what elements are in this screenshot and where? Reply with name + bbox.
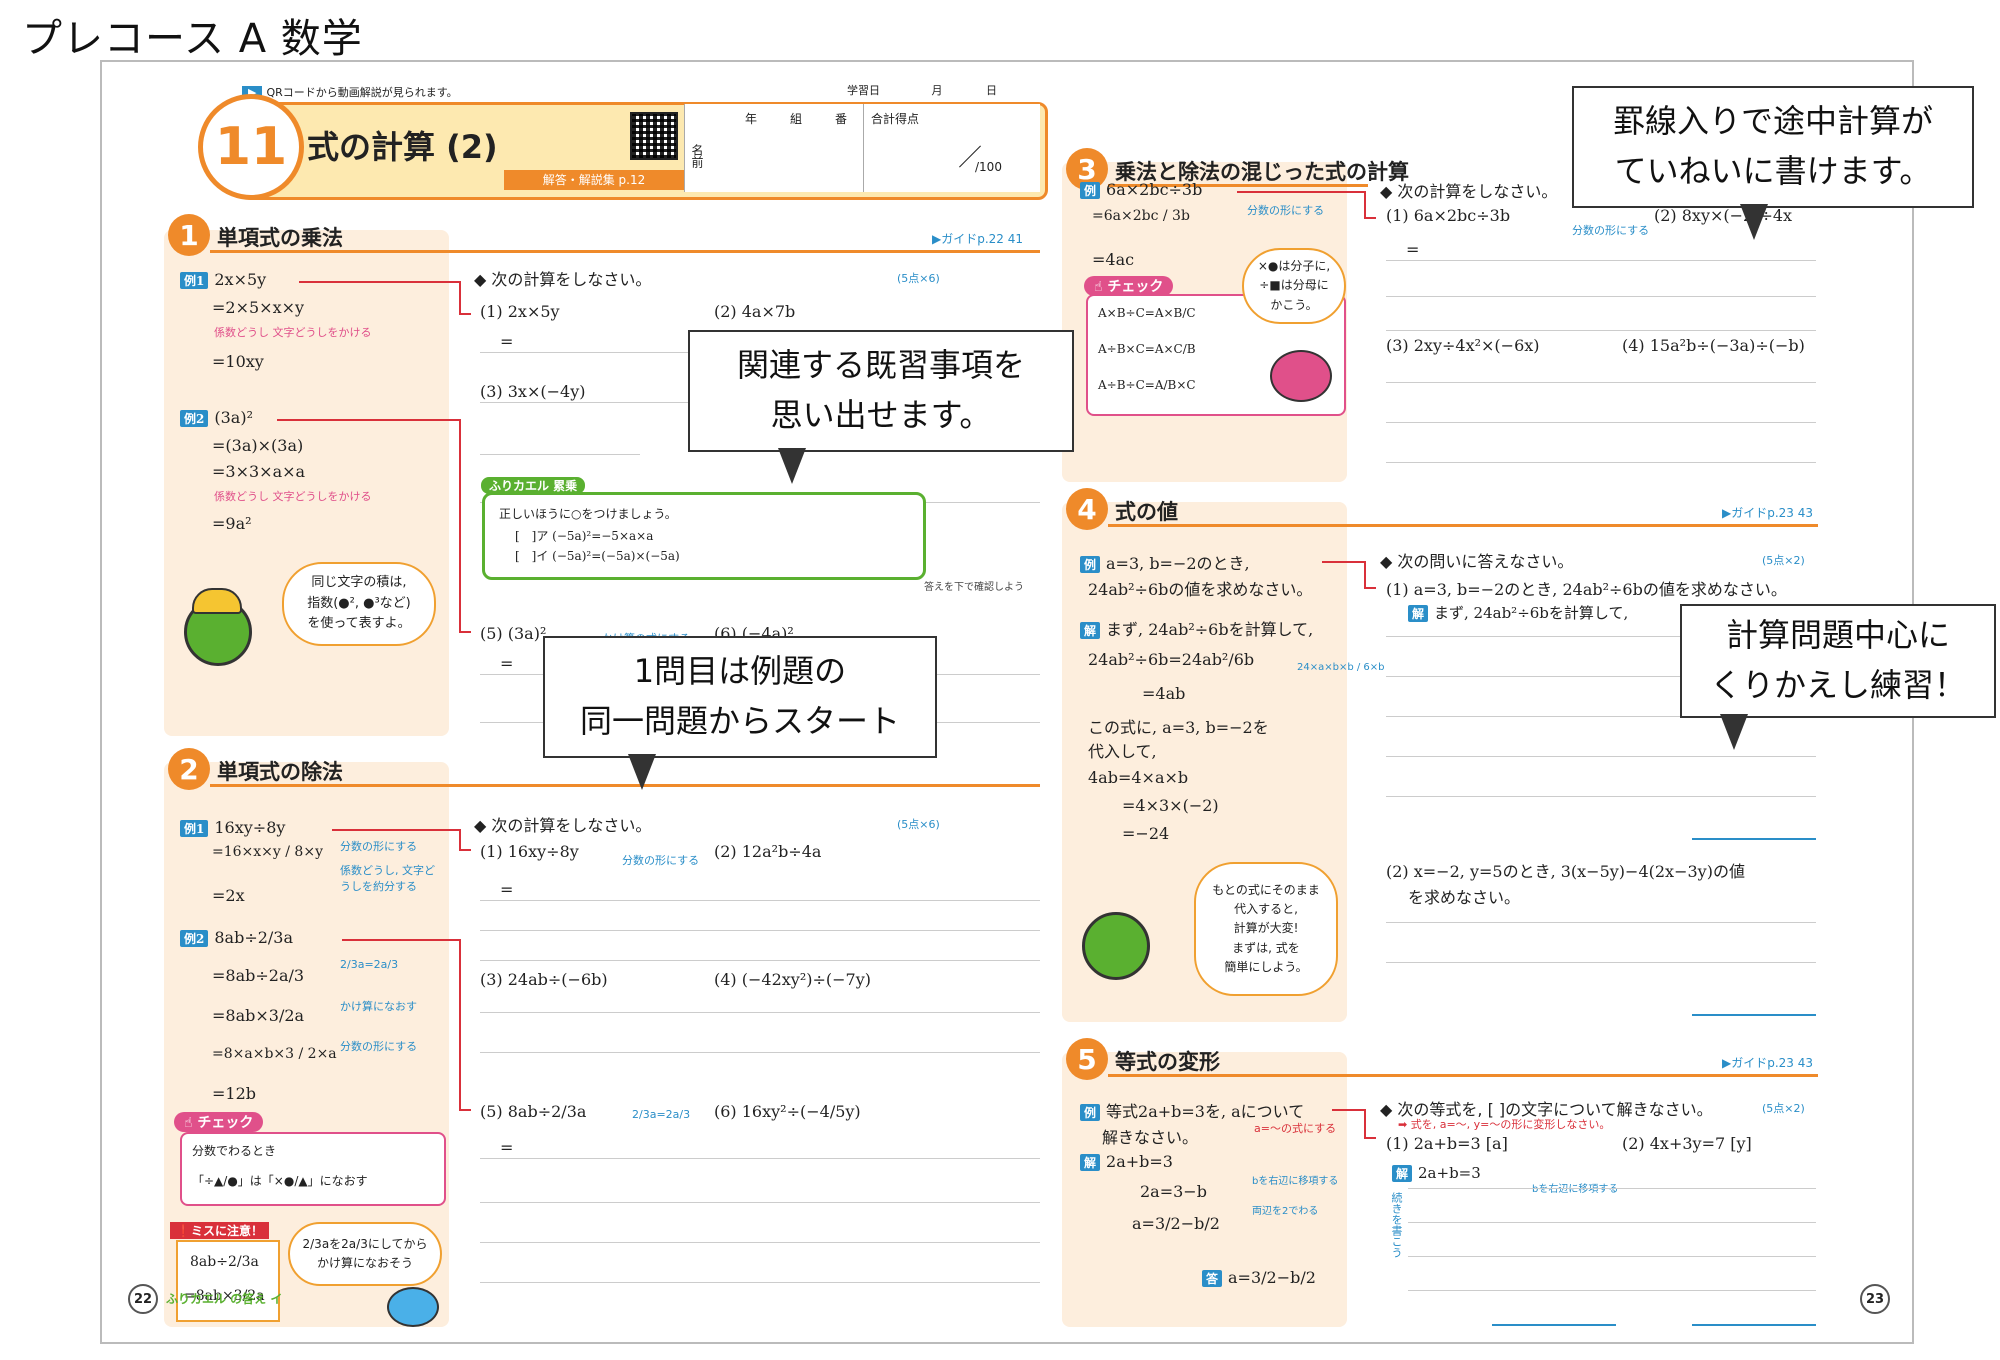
warning-icon: ❗	[176, 1224, 191, 1238]
sec1-rule	[210, 250, 1040, 253]
elephant-character-icon	[387, 1287, 439, 1327]
sec2-title: 単項式の除法	[217, 760, 343, 784]
sec3-instruction: ◆ 次の計算をしなさい。	[1380, 182, 1558, 201]
sec4-solution: 解まず, 24ab²÷6bを計算して,	[1080, 616, 1313, 640]
sec2-number: 2	[168, 748, 210, 790]
sec3-hint-bubble: ×●は分子に, ÷■は分母に かこう。	[1242, 248, 1346, 324]
sec2-miss-bubble: 2/3aを2a/3にしてから かけ算になおそう	[288, 1222, 442, 1286]
sec5-title: 等式の変形	[1115, 1050, 1220, 1074]
callout-tail	[628, 754, 656, 790]
sec4-instruction: ◆ 次の問いに答えなさい。	[1380, 552, 1574, 571]
sec3-check-label: ☝ チェック	[1084, 276, 1174, 296]
sec1-q5: (5) (3a)²	[480, 624, 547, 643]
sec2-q2: (2) 12a²b÷4a	[714, 842, 822, 861]
sec2-miss-box: 8ab÷2/3a =8ab×3/2a	[176, 1240, 280, 1322]
sec4-q2: (2) x=−2, y=5のとき, 3(x−5y)−4(2x−3y)の値	[1386, 862, 1745, 881]
furikaeru-option-a[interactable]: [ ]ア (−5a)²=−5×a×a	[515, 529, 654, 543]
sec1-title: 単項式の乗法	[217, 226, 343, 250]
sec2-q5: (5) 8ab÷2/3a	[480, 1102, 587, 1121]
sec1-hint-bubble: 同じ文字の積は, 指数(●², ●³など) を使って表すよ。	[282, 562, 436, 646]
callout-tail	[1740, 204, 1768, 240]
callout-prior-knowledge: 関連する既習事項を 思い出せます。	[688, 330, 1074, 452]
sec2-q1: (1) 16xy÷8y	[480, 842, 579, 861]
sec4-hint-bubble: もとの式にそのまま 代入すると, 計算が大変! まずは, 式を 簡単にしよう。	[1194, 862, 1338, 996]
sec1-number: 1	[168, 214, 210, 256]
callout-tail	[1720, 714, 1748, 750]
callout-tail	[778, 448, 806, 484]
date-field: 学習日 月 日	[847, 84, 997, 97]
pointing-hand-icon: ☝	[1094, 279, 1103, 295]
sec4-q2-answer-blank[interactable]	[1692, 1014, 1816, 1016]
sec2-check-box: 分数でわるとき 「÷▲/●」は「×●/▲」になおす	[180, 1132, 446, 1206]
mascot-hat-icon	[192, 588, 242, 614]
callout-ruled-lines: 罫線入りで途中計算が ていねいに書けます。	[1572, 86, 1974, 208]
sec5-q1-answer-blank[interactable]	[1492, 1324, 1616, 1326]
pointing-hand-icon: ☝	[184, 1115, 193, 1131]
lesson-number: 11	[198, 94, 304, 200]
sec1-guide-link[interactable]: ▶ガイドp.22 41	[932, 232, 1024, 246]
page-number-left: 22	[128, 1284, 158, 1314]
sec3-q4: (4) 15a²b÷(−3a)÷(−b)	[1622, 336, 1805, 355]
page-title: プレコース A 数学	[22, 16, 363, 62]
sec2-miss-label: ❗ミスに注意！	[170, 1222, 269, 1239]
sec1-q2: (2) 4a×7b	[714, 302, 796, 321]
callout-practice: 計算問題中心に くりかえし練習！	[1680, 604, 1996, 718]
sec5-q2-answer-blank[interactable]	[1692, 1324, 1816, 1326]
sec2-q6: (6) 16xy²÷(−4/5y)	[714, 1102, 861, 1121]
sec3-q1: (1) 6a×2bc÷3b	[1386, 206, 1511, 225]
sec3-q3: (3) 2xy÷4x²×(−6x)	[1386, 336, 1540, 355]
sec5-continue-note: 続きを書こう	[1390, 1192, 1403, 1258]
student-info-box: 年 組 番 名前 合計得点 /100	[684, 104, 1040, 192]
furikaeru-answer: ふりカエル の答え イ	[166, 1292, 283, 1306]
sec2-q3: (3) 24ab÷(−6b)	[480, 970, 608, 989]
sec4-number: 4	[1066, 488, 1108, 530]
sec5-guide-link[interactable]: ▶ガイドp.23 43	[1722, 1056, 1814, 1070]
sec5-ex: 例等式2a+b=3を, aについて	[1080, 1098, 1304, 1122]
page-number-right: 23	[1860, 1284, 1890, 1314]
sec4-guide-link[interactable]: ▶ガイドp.23 43	[1722, 506, 1814, 520]
sec5-q2: (2) 4x+3y=7 [y]	[1622, 1134, 1752, 1153]
sec2-check-label: ☝ チェック	[174, 1112, 264, 1132]
furikaeru-box: ふりカエル 累乗 正しいほうに○をつけましょう。 [ ]ア (−5a)²=−5×…	[481, 477, 926, 580]
sec4-q1-answer-blank[interactable]	[1692, 838, 1816, 840]
sec1-q1: (1) 2x×5y	[480, 302, 560, 321]
answer-ref: 解答・解説集 p.12	[504, 170, 684, 190]
qr-note: ▶QRコードから動画解説が見られます。	[242, 84, 458, 100]
sec5-instruction: ◆ 次の等式を, [ ]の文字について解きなさい。	[1380, 1100, 1713, 1119]
sec1-instruction: ◆ 次の計算をしなさい。	[474, 270, 652, 289]
qr-code-icon[interactable]	[630, 112, 678, 160]
callout-first-question: 1問目は例題の 同一問題からスタート	[543, 636, 937, 758]
furikaeru-option-i[interactable]: [ ]イ (−5a)²=(−5a)×(−5a)	[515, 549, 680, 563]
sec5-rule	[1108, 1074, 1818, 1077]
textbook-spread: ▶QRコードから動画解説が見られます。 学習日 月 日 11 式の計算 (2) …	[100, 60, 1914, 1344]
sec3-q2: (2) 8xy×(−2)÷4x	[1654, 206, 1793, 225]
lesson-title: 式の計算 (2)	[307, 128, 498, 166]
connector-line	[299, 281, 459, 283]
sec1-q3: (3) 3x×(−4y)	[480, 382, 586, 401]
sec3-title: 乗法と除法の混じった式の計算	[1115, 160, 1409, 184]
sec5-number: 5	[1066, 1038, 1108, 1080]
sec2-rule	[210, 784, 1040, 787]
sec4-rule	[1108, 524, 1818, 527]
sec2-instruction: ◆ 次の計算をしなさい。	[474, 816, 652, 835]
sec1-ex2: 例2(3a)²	[180, 408, 253, 427]
mascot-character-icon	[1082, 912, 1150, 980]
sec5-q1: (1) 2a+b=3 [a]	[1386, 1134, 1508, 1153]
sec4-q1: (1) a=3, b=−2のとき, 24ab²÷6bの値を求めなさい。	[1386, 580, 1787, 599]
sec4-title: 式の値	[1115, 500, 1178, 524]
squirrel-character-icon	[1270, 350, 1332, 402]
sec2-q4: (4) (−42xy²)÷(−7y)	[714, 970, 871, 989]
sec3-rule	[1108, 184, 1368, 187]
